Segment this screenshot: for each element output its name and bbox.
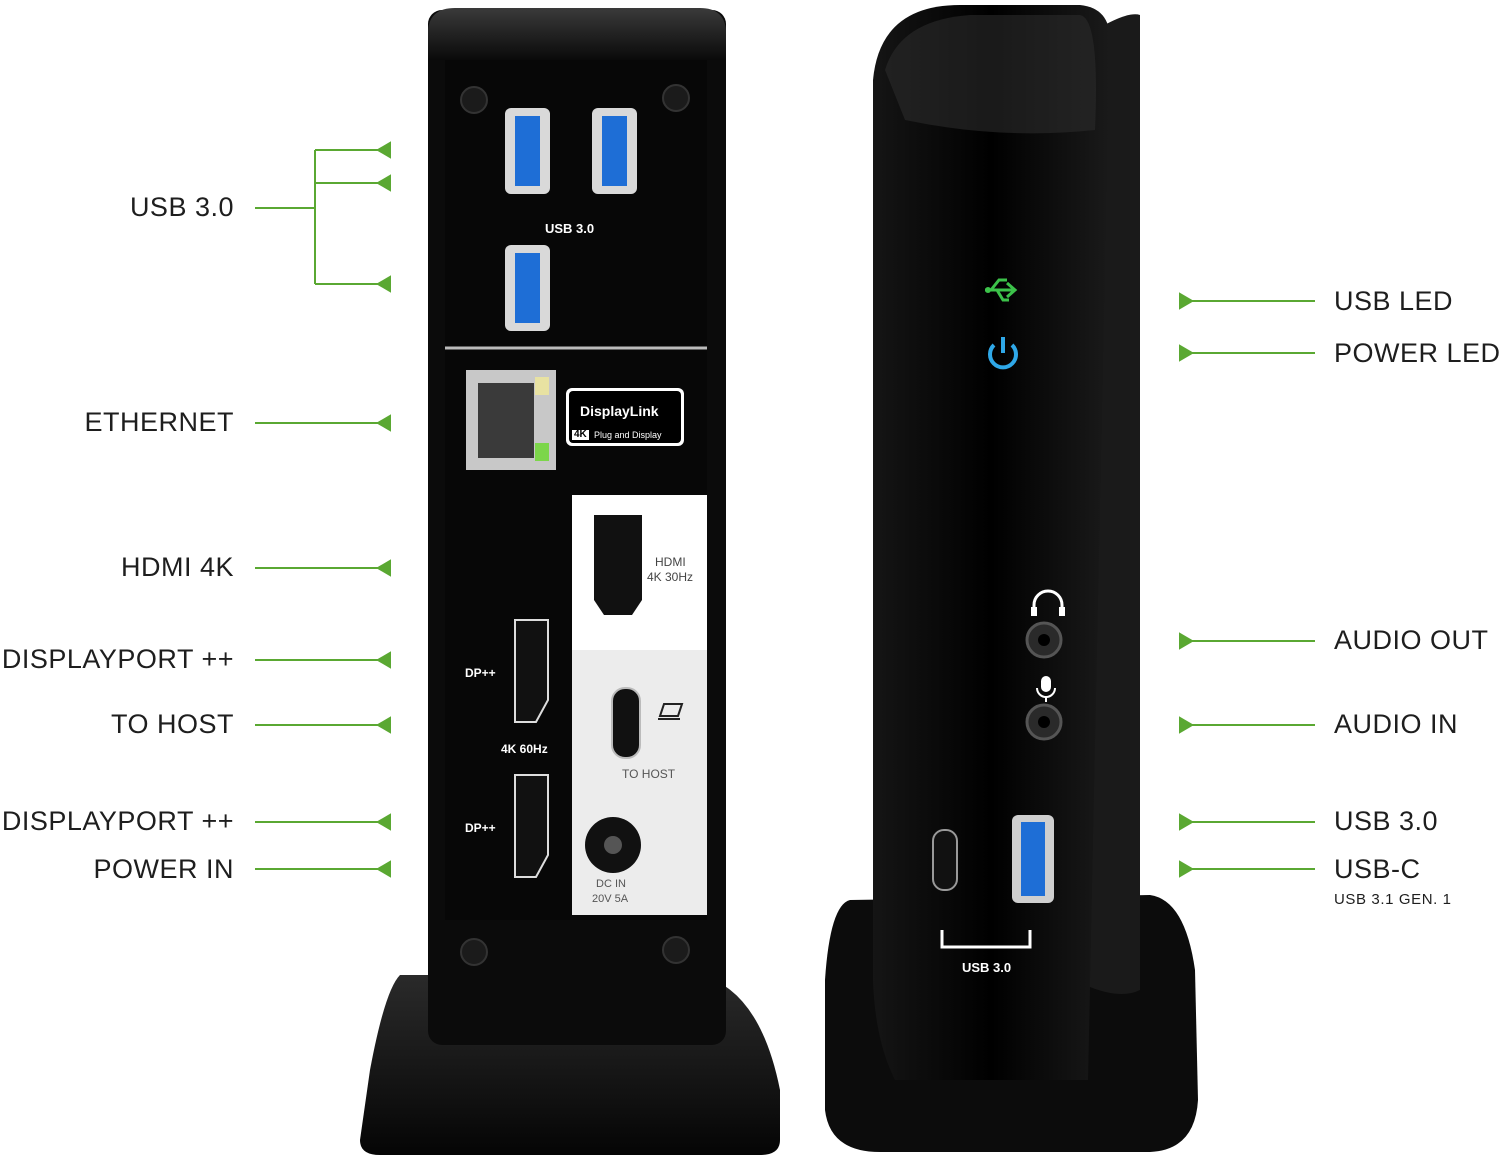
rear-usb-label: USB 3.0 <box>545 221 595 236</box>
callout-power-led: POWER LED <box>1334 338 1500 368</box>
front-view <box>825 5 1198 1152</box>
ethernet-port <box>466 370 556 470</box>
usb-icon <box>985 278 1018 302</box>
displaylink-label: DisplayLink <box>580 403 659 419</box>
callout-audio-in: AUDIO IN <box>1334 709 1459 739</box>
laptop-icon <box>658 703 684 720</box>
dp-top-label: DP++ <box>465 666 496 680</box>
headphone-icon <box>1031 589 1065 616</box>
callout-usb30-rear: USB 3.0 <box>129 192 234 222</box>
dc-in-label-1: DC IN <box>596 878 626 890</box>
callout-hdmi: HDMI 4K <box>120 552 234 582</box>
front-usb-label: USB 3.0 <box>962 960 1012 975</box>
rear-usb-ports <box>505 108 637 331</box>
callout-displayport-2: DISPLAYPORT ++ <box>1 806 234 836</box>
callout-usbc-sub: USB 3.1 GEN. 1 <box>1334 891 1452 908</box>
dc-in-label-2: 20V 5A <box>592 893 629 905</box>
callout-audio-out: AUDIO OUT <box>1334 625 1489 655</box>
to-host-label: TO HOST <box>622 767 676 781</box>
dp-freq-label: 4K 60Hz <box>501 742 548 756</box>
dp-bottom-label: DP++ <box>465 821 496 835</box>
displaylink-4k: 4K <box>572 429 589 440</box>
rear-view <box>360 8 780 1155</box>
power-icon <box>988 337 1018 370</box>
hdmi-label-1: HDMI <box>655 555 686 569</box>
microphone-icon <box>1036 676 1056 702</box>
hdmi-label-2: 4K 30Hz <box>647 570 694 584</box>
displaylink-tagline: Plug and Display <box>594 430 662 440</box>
callout-ethernet: ETHERNET <box>84 407 234 437</box>
callout-displayport-1: DISPLAYPORT ++ <box>1 644 234 674</box>
callout-usb-led: USB LED <box>1334 286 1454 316</box>
callout-usbc: USB-C <box>1334 854 1421 884</box>
callout-usb30-front: USB 3.0 <box>1334 806 1439 836</box>
callout-to-host: TO HOST <box>110 709 234 739</box>
callout-power-in: POWER IN <box>93 854 234 884</box>
